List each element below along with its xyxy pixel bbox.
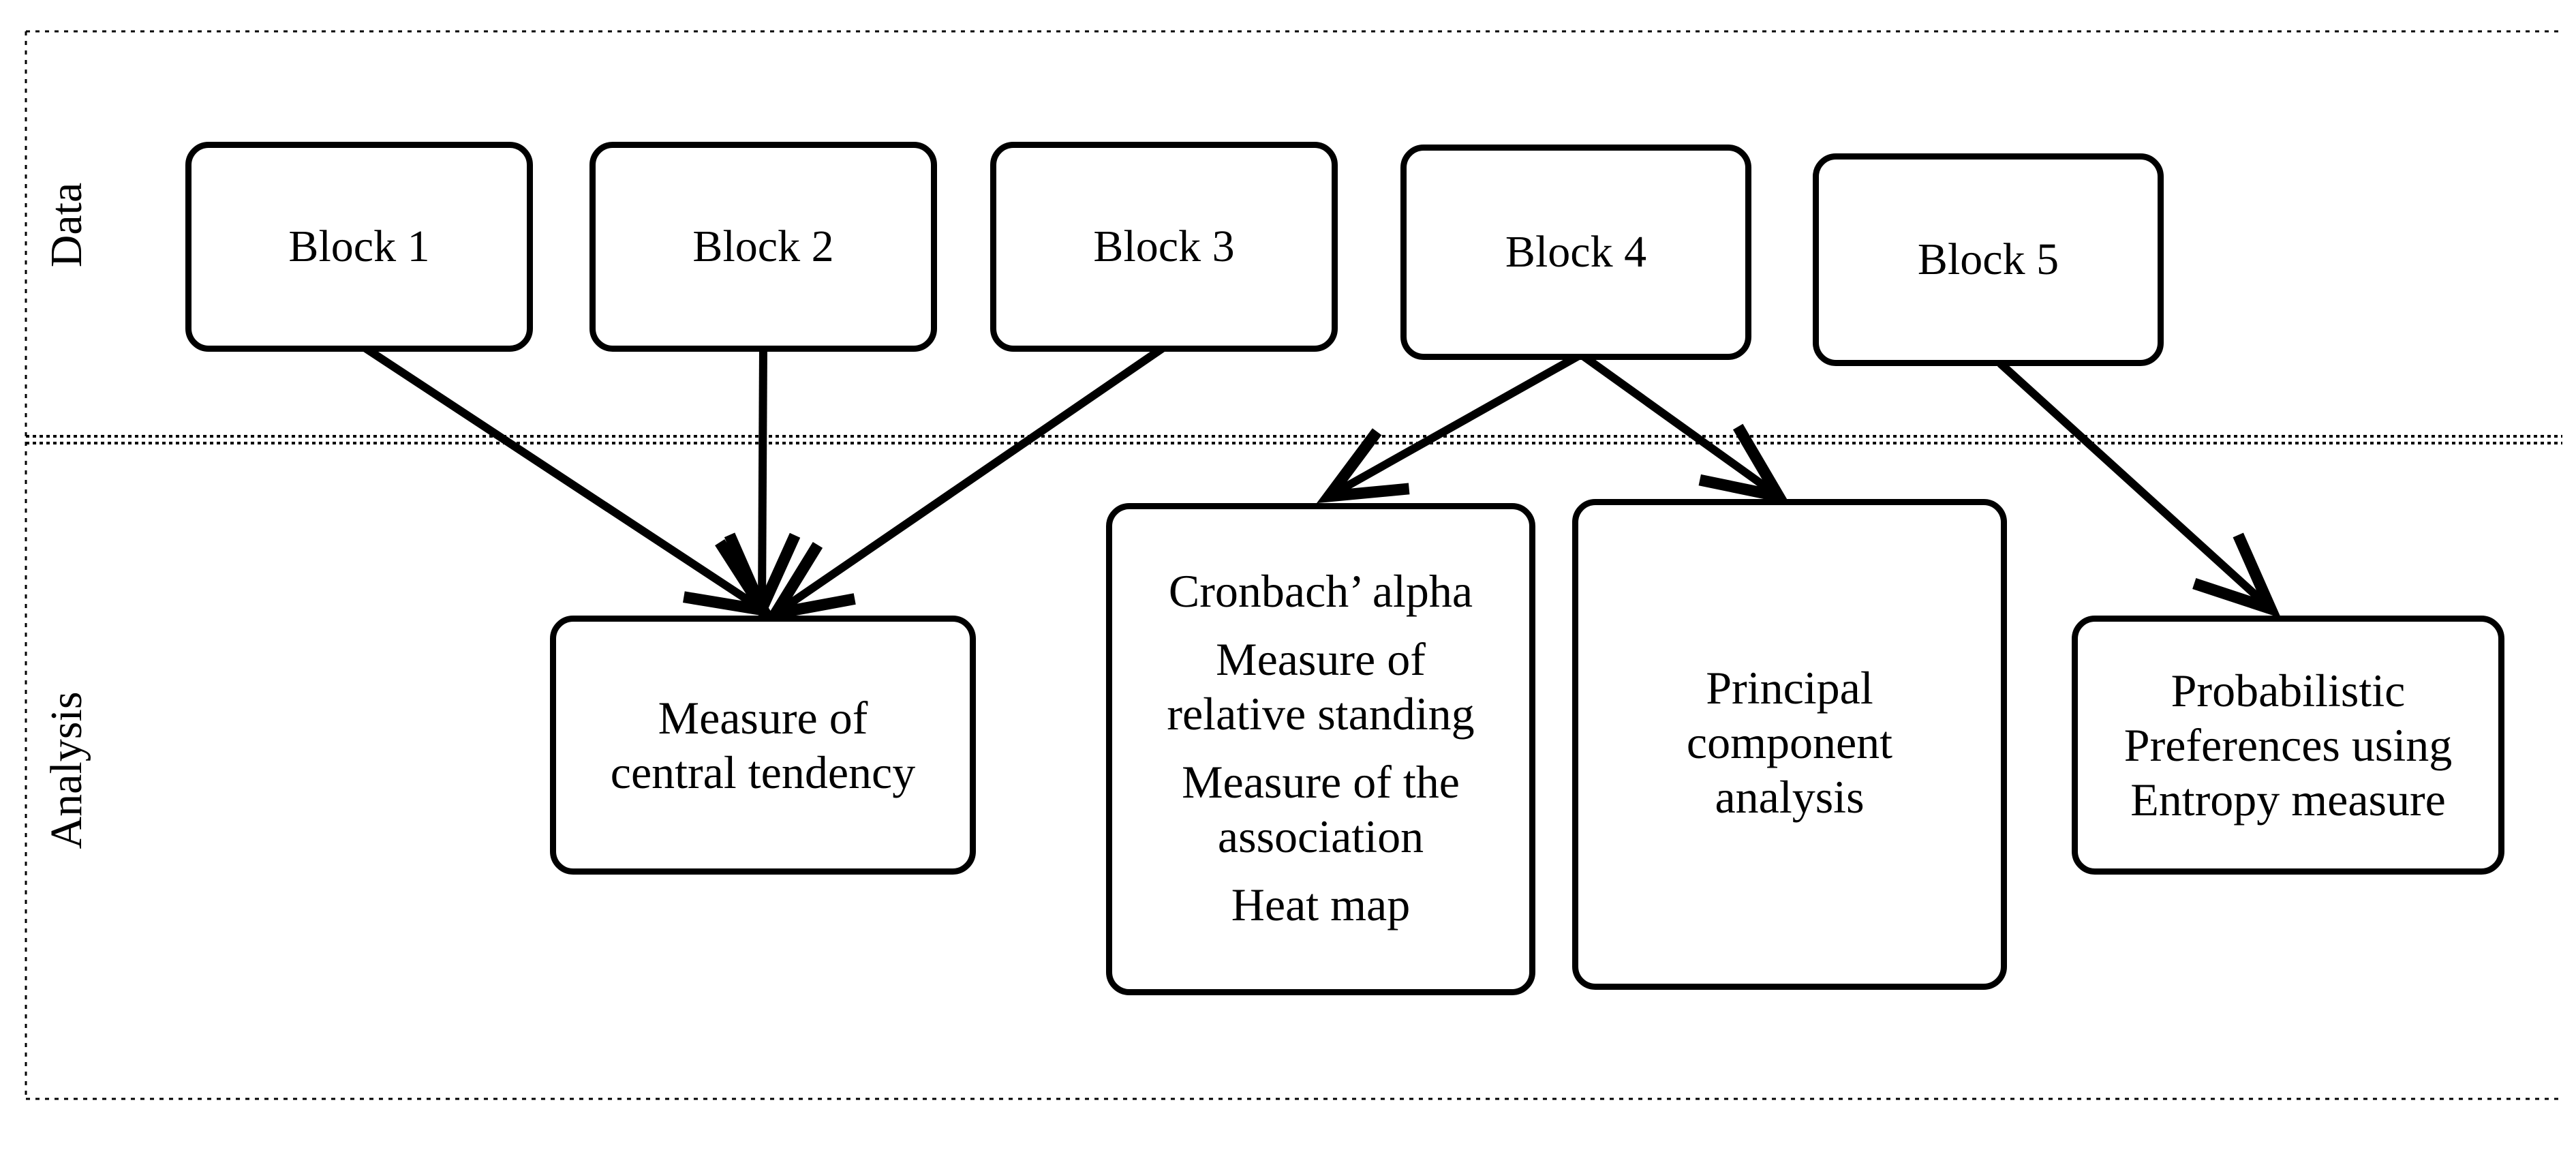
arrow-block5-to-entropy: [1997, 360, 2282, 618]
block-2-label: Block 2: [692, 222, 834, 271]
block-4-box: Block 4: [1400, 145, 1751, 360]
block-1-box: Block 1: [185, 142, 533, 352]
arrow-block1-to-central: [362, 344, 776, 618]
block-2-box: Block 2: [589, 142, 937, 352]
lane-label-data: Data: [42, 182, 91, 268]
block-5-label: Block 5: [1917, 234, 2059, 284]
lane-label-analysis: Analysis: [42, 691, 91, 849]
arrow-block2-to-central: [724, 346, 801, 623]
pca-box: Principal component analysis: [1572, 499, 2007, 990]
method-heat-map: Heat map: [1231, 879, 1411, 930]
pca-line-3: analysis: [1715, 771, 1865, 823]
entropy-line-3: Entropy measure: [2130, 774, 2446, 826]
arrow-block3-to-central: [763, 343, 1168, 622]
central-tendency-box: Measure of central tendency: [550, 616, 976, 875]
method-association-line-2: association: [1217, 811, 1424, 862]
method-relative-standing-line-1: Measure of: [1216, 633, 1426, 685]
pca-line-2: component: [1686, 716, 1893, 768]
arrow-block4-to-pca: [1578, 351, 1790, 505]
central-tendency-line-1: Measure of: [658, 692, 868, 744]
entropy-box: Probabilistic Preferences using Entropy …: [2072, 616, 2504, 875]
block4-methods-box: Cronbach’ alpha Measure of relative stan…: [1106, 503, 1535, 995]
arrow-block4-to-methods: [1316, 350, 1583, 504]
block-1-label: Block 1: [288, 222, 430, 271]
block-3-label: Block 3: [1093, 222, 1235, 271]
method-association-line-1: Measure of the: [1182, 756, 1460, 808]
entropy-line-2: Preferences using: [2123, 719, 2453, 771]
block-3-box: Block 3: [990, 142, 1338, 352]
method-relative-standing-line-2: relative standing: [1167, 688, 1475, 740]
method-cronbach-alpha: Cronbach’ alpha: [1168, 565, 1473, 617]
pca-line-1: Principal: [1706, 662, 1873, 714]
block-4-label: Block 4: [1505, 227, 1647, 277]
block-5-box: Block 5: [1813, 153, 2164, 366]
central-tendency-line-2: central tendency: [610, 746, 916, 798]
entropy-line-1: Probabilistic: [2171, 665, 2406, 716]
